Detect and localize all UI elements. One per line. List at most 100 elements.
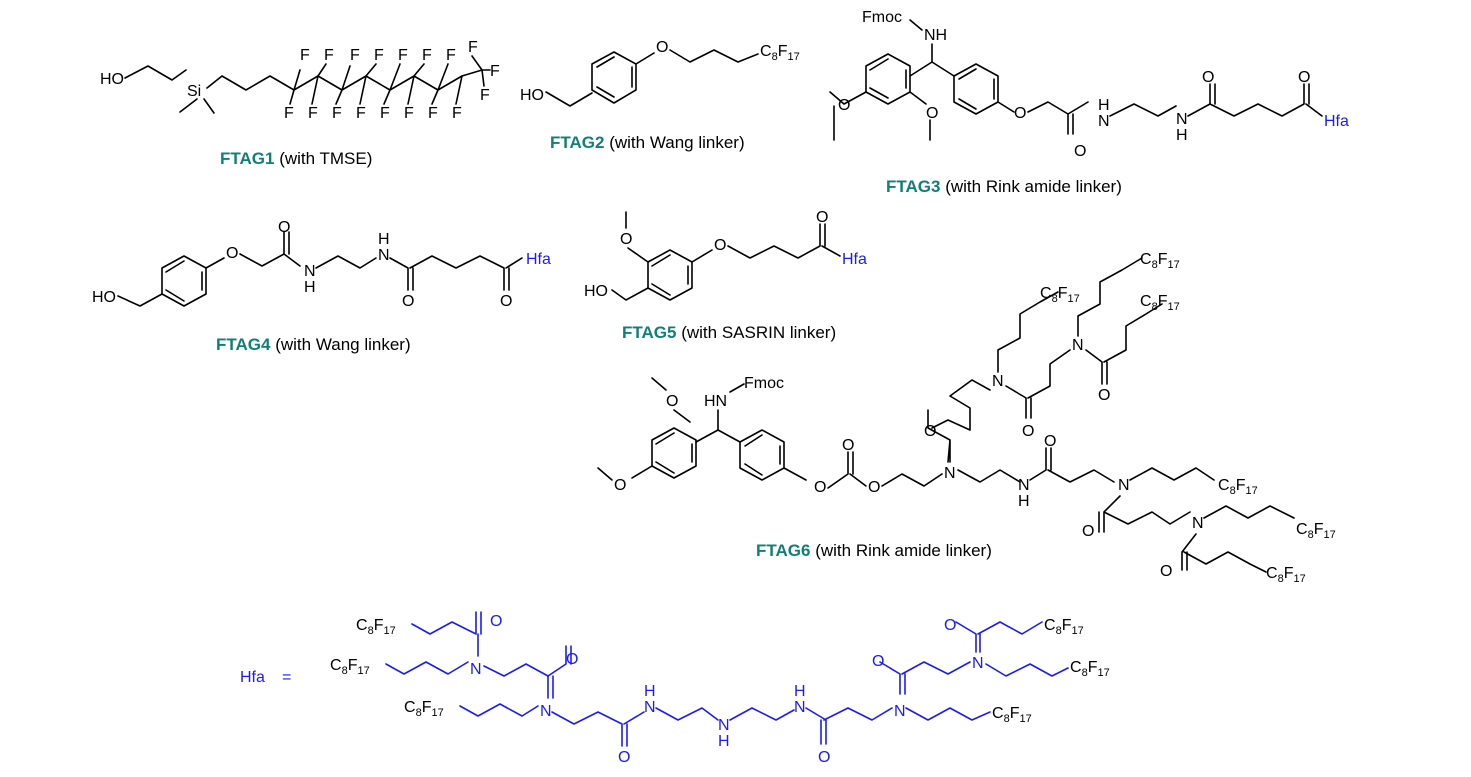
svg-text:Fmoc: Fmoc (744, 375, 784, 392)
svg-text:F: F (284, 105, 294, 122)
svg-text:O: O (1022, 423, 1034, 440)
svg-text:HO: HO (520, 87, 544, 104)
svg-text:N: N (992, 373, 1004, 390)
svg-text:O: O (1098, 387, 1110, 404)
svg-text:F: F (422, 47, 432, 64)
ftag6-caption: FTAG6 (with Rink amide linker) (756, 541, 992, 560)
svg-text:N: N (304, 263, 316, 280)
svg-text:O: O (714, 237, 726, 254)
svg-text:NH: NH (924, 27, 947, 44)
svg-text:O: O (226, 245, 238, 262)
svg-text:N: N (944, 465, 956, 482)
svg-text:N: N (794, 699, 806, 716)
svg-text:O: O (872, 653, 884, 670)
svg-text:O: O (1160, 563, 1172, 580)
svg-text:F: F (404, 105, 414, 122)
svg-text:N: N (1192, 515, 1204, 532)
svg-text:F: F (380, 105, 390, 122)
svg-text:F: F (356, 105, 366, 122)
ftag3-caption: FTAG3 (with Rink amide linker) (886, 177, 1122, 196)
svg-text:F: F (398, 47, 408, 64)
svg-text:O: O (1074, 143, 1086, 160)
svg-text:F: F (480, 87, 490, 104)
svg-text:N: N (972, 655, 984, 672)
svg-text:F: F (308, 105, 318, 122)
svg-text:H: H (644, 683, 656, 700)
svg-text:N: N (894, 703, 906, 720)
ftag1-caption: FTAG1 (with TMSE) (220, 149, 372, 168)
svg-text:O: O (868, 479, 880, 496)
svg-text:O: O (1014, 105, 1026, 122)
svg-text:Fmoc: Fmoc (862, 9, 902, 26)
svg-text:O: O (1082, 523, 1094, 540)
svg-text:HO: HO (584, 283, 608, 300)
svg-text:O: O (1202, 69, 1214, 86)
svg-text:F: F (332, 105, 342, 122)
svg-text:O: O (944, 617, 956, 634)
svg-text:O: O (816, 209, 828, 226)
svg-text:O: O (818, 749, 830, 766)
svg-text:N: N (1176, 111, 1188, 128)
svg-text:O: O (490, 613, 502, 630)
ftag2-caption: FTAG2 (with Wang linker) (550, 133, 745, 152)
svg-text:O: O (926, 105, 938, 122)
svg-text:F: F (324, 47, 334, 64)
svg-text:N: N (1018, 477, 1030, 494)
svg-text:F: F (374, 47, 384, 64)
ftag3-structure: Fmoc NH O O O O H N N H O O Hfa (829, 9, 1349, 160)
svg-text:N: N (718, 717, 730, 734)
svg-text:H: H (1018, 493, 1030, 510)
svg-text:F: F (446, 47, 456, 64)
svg-text:O: O (614, 477, 626, 494)
svg-text:O: O (620, 231, 632, 248)
svg-text:O: O (1298, 69, 1310, 86)
svg-text:O: O (278, 219, 290, 236)
svg-text:O: O (656, 39, 668, 56)
svg-text:HO: HO (100, 71, 124, 88)
svg-text:O: O (666, 393, 678, 410)
svg-text:F: F (490, 63, 500, 80)
svg-text:HN: HN (704, 393, 727, 410)
svg-text:Hfa: Hfa (842, 251, 867, 268)
svg-text:N: N (470, 661, 482, 678)
ftag6-structure: O HN Fmoc O O O O N O N O N O N H O N (597, 251, 1336, 585)
svg-text:F: F (350, 47, 360, 64)
svg-text:O: O (842, 437, 854, 454)
hfa-structure: Hfa = O N O N O H N N H H N O N O N O (240, 611, 1110, 766)
svg-text:N: N (1098, 113, 1110, 130)
svg-text:F: F (468, 39, 478, 56)
svg-text:Hfa: Hfa (1324, 113, 1349, 130)
svg-text:H: H (1098, 97, 1110, 114)
svg-text:F: F (300, 47, 310, 64)
svg-text:O: O (838, 97, 850, 114)
svg-text:N: N (540, 703, 552, 720)
ftag4-caption: FTAG4 (with Wang linker) (216, 335, 411, 354)
ftag2-structure: HO O (520, 39, 800, 107)
ftag4-structure: HO O O N H H N O O Hfa (92, 219, 551, 310)
svg-text:F: F (428, 105, 438, 122)
svg-text:O: O (500, 293, 512, 310)
svg-text:O: O (566, 651, 578, 668)
svg-text:O: O (1044, 433, 1056, 450)
svg-text:N: N (1072, 337, 1084, 354)
svg-text:Si: Si (187, 83, 201, 100)
svg-text:O: O (814, 479, 826, 496)
ftag5-structure: O HO O O Hfa (584, 209, 867, 301)
svg-text:O: O (618, 749, 630, 766)
svg-text:H: H (794, 683, 806, 700)
svg-text:N: N (378, 247, 390, 264)
ftag5-caption: FTAG5 (with SASRIN linker) (622, 323, 836, 342)
svg-text:H: H (718, 733, 730, 750)
svg-text:N: N (1118, 477, 1130, 494)
svg-text:HO: HO (92, 289, 116, 306)
svg-text:H: H (304, 279, 316, 296)
svg-text:Hfa: Hfa (240, 669, 265, 686)
svg-text:H: H (378, 231, 390, 248)
svg-text:O: O (402, 293, 414, 310)
svg-text:H: H (1176, 127, 1188, 144)
svg-text:=: = (282, 669, 291, 686)
svg-text:N: N (644, 699, 656, 716)
svg-text:Hfa: Hfa (526, 251, 551, 268)
